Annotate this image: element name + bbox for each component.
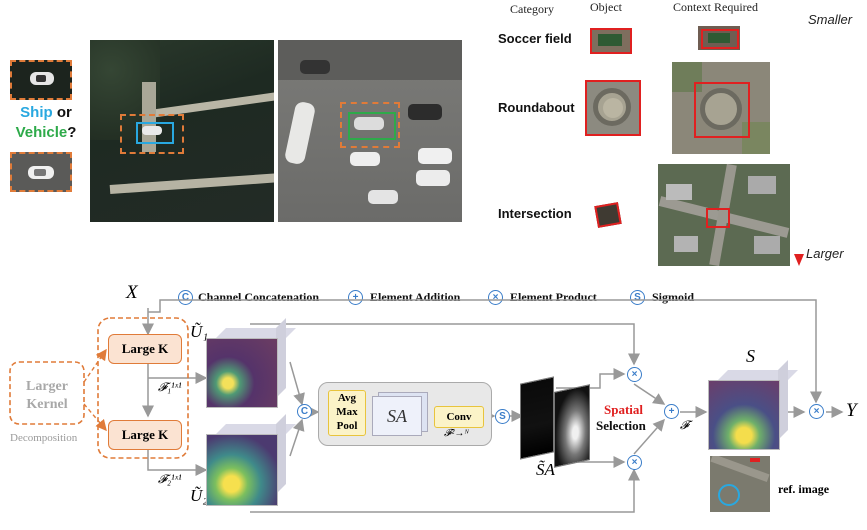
u1-feature-cube [206, 318, 296, 408]
large-k-2-label: Large K [121, 427, 169, 442]
addition-node-icon: + [664, 404, 679, 419]
ship-chip-image [10, 60, 72, 100]
pool-box: Avg Max Pool [328, 390, 366, 436]
row-intersection: Intersection [498, 206, 572, 221]
row-roundabout: Roundabout [498, 100, 575, 115]
question-vehicle: Vehicle [15, 124, 68, 141]
header-category: Category [510, 2, 554, 16]
soccer-object-image [590, 28, 632, 54]
conv-label: Conv [446, 411, 472, 423]
sa-label: SA [387, 405, 407, 426]
ref-image-label: ref. image [778, 482, 830, 496]
intersection-context-image [658, 164, 790, 266]
selection-label: Selection [596, 418, 646, 433]
question-ship: Ship [20, 104, 53, 121]
roundabout-object-image [585, 80, 641, 136]
output-y-label: Y [846, 400, 857, 421]
pool-label: Pool [336, 420, 358, 432]
max-label: Max [336, 406, 358, 418]
scale-larger-label: Larger [806, 246, 844, 261]
concat-node-icon: C [297, 404, 312, 419]
aerial-dock-image [90, 40, 274, 222]
roundabout-context-image [672, 62, 770, 154]
question-or: or [56, 104, 72, 121]
legend-concat-icon: C [178, 290, 193, 305]
spatial-label: Spatial [604, 402, 644, 417]
scale-arrow [794, 8, 804, 266]
input-x-label: X [126, 282, 138, 303]
avg-label: Avg [337, 392, 357, 404]
larger-kernel-label: Larger Kernel [26, 379, 68, 412]
sigmoid-node-icon: S [495, 409, 510, 424]
s-feature-cube [708, 360, 798, 450]
legend-product-icon: × [488, 290, 503, 305]
vehicle-chip-image [10, 152, 72, 192]
s-label: S [746, 346, 755, 366]
large-k-box-2: Large K [108, 420, 182, 450]
row-soccer-field: Soccer field [498, 31, 572, 46]
sa-map-front [554, 384, 590, 468]
conv-sub-label: 𝓕²→ᴺ [444, 428, 469, 439]
decomposition-label: Decomposition [10, 432, 78, 444]
sa-map-back [520, 376, 554, 460]
reference-image [710, 456, 770, 512]
soccer-context-image [698, 26, 740, 50]
product-node-top-icon: × [627, 367, 642, 382]
u1-label: Ũ₁ [190, 322, 209, 341]
sa-tilde-label: S̃A [536, 460, 555, 479]
large-k-1-label: Large K [121, 341, 169, 356]
u2-feature-cube [206, 414, 296, 506]
u2-label: Ũ₂ [190, 486, 209, 505]
f2-label: 𝓕₂¹ˣ¹ [158, 472, 182, 486]
question-mark: ? [67, 124, 77, 141]
header-object: Object [590, 0, 622, 14]
f1-label: 𝓕₁¹ˣ¹ [158, 380, 182, 394]
sa-stack-front: SA [372, 396, 422, 436]
product-node-bottom-icon: × [627, 455, 642, 470]
f-label: 𝓕 [680, 418, 689, 432]
conv-box: Conv [434, 406, 484, 428]
question-text: Ship or Vehicle? [6, 103, 86, 143]
header-context-required: Context Required [673, 0, 758, 14]
legend-sigmoid-icon: S [630, 290, 645, 305]
legend-addition-icon: + [348, 290, 363, 305]
scale-smaller-label: Smaller [808, 12, 853, 27]
large-k-box-1: Large K [108, 334, 182, 364]
final-product-node-icon: × [809, 404, 824, 419]
aerial-parking-image [278, 40, 462, 222]
